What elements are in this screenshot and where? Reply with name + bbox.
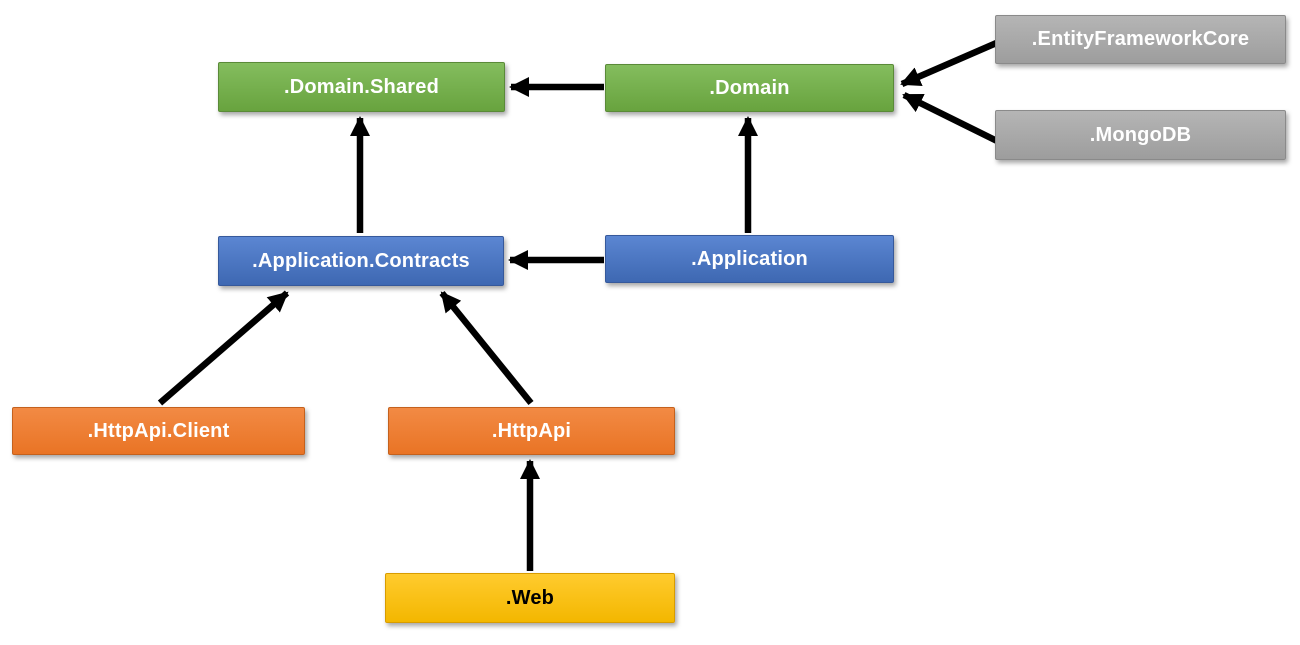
- node-label: .EntityFrameworkCore: [1031, 28, 1250, 50]
- edge-entity-framework-core-to-domain: [900, 38, 1003, 87]
- node-application-contracts: .Application.Contracts: [218, 236, 504, 286]
- node-label: .Domain: [709, 76, 790, 99]
- node-domain-shared: .Domain.Shared: [218, 62, 505, 112]
- node-httpapi-client: .HttpApi.Client: [12, 407, 305, 455]
- node-application: .Application: [605, 235, 894, 283]
- edge-httpapi-to-application-contracts: [439, 290, 534, 406]
- node-label: .HttpApi: [491, 419, 572, 442]
- node-domain: .Domain: [605, 64, 894, 112]
- node-label: .Application.Contracts: [252, 249, 470, 272]
- node-label: .MongoDB: [1089, 123, 1192, 146]
- node-label: .Domain.Shared: [283, 75, 440, 98]
- node-label: .HttpApi.Client: [87, 419, 230, 442]
- node-label: .Application: [691, 247, 808, 270]
- node-mongodb: .MongoDB: [995, 110, 1286, 160]
- edge-httpapi-client-to-application-contracts: [157, 290, 290, 406]
- node-httpapi: .HttpApi: [388, 407, 675, 455]
- node-label: .Web: [505, 586, 555, 609]
- node-web: .Web: [385, 573, 675, 623]
- node-entity-framework-core: .EntityFrameworkCore: [995, 15, 1286, 64]
- edge-mongodb-to-domain: [902, 92, 999, 144]
